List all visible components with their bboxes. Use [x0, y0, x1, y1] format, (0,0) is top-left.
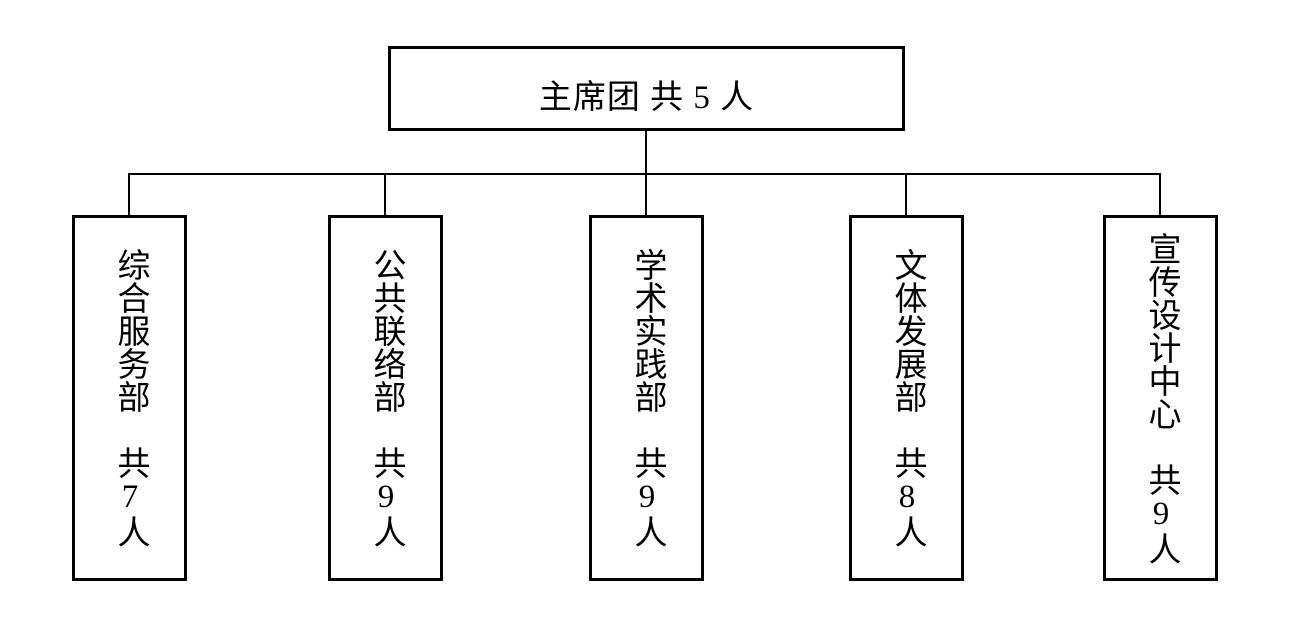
department-box-xuanchuansheji: 宣传设计中心 共9人 [1103, 215, 1218, 581]
connector-stem [645, 131, 647, 173]
root-label: 主席团 共 5 人 [538, 80, 755, 116]
department-label: 综合服务部 共7人 [112, 248, 148, 548]
department-box-gonggonglianluo: 公共联络部 共9人 [328, 215, 443, 581]
department-label: 学术实践部 共9人 [629, 248, 665, 548]
root-box: 主席团 共 5 人 [388, 46, 905, 131]
connector-drop-3 [645, 173, 647, 215]
department-label: 公共联络部 共9人 [368, 248, 404, 548]
department-box-zonghefuwu: 综合服务部 共7人 [72, 215, 187, 581]
department-label: 文体发展部 共8人 [889, 248, 925, 548]
department-box-wentifazhan: 文体发展部 共8人 [849, 215, 964, 581]
connector-rail [128, 173, 1161, 175]
connector-drop-2 [384, 173, 386, 215]
connector-drop-4 [905, 173, 907, 215]
department-box-xueshushijian: 学术实践部 共9人 [589, 215, 704, 581]
department-label: 宣传设计中心 共9人 [1143, 231, 1179, 565]
connector-drop-1 [128, 173, 130, 215]
connector-drop-5 [1159, 173, 1161, 215]
